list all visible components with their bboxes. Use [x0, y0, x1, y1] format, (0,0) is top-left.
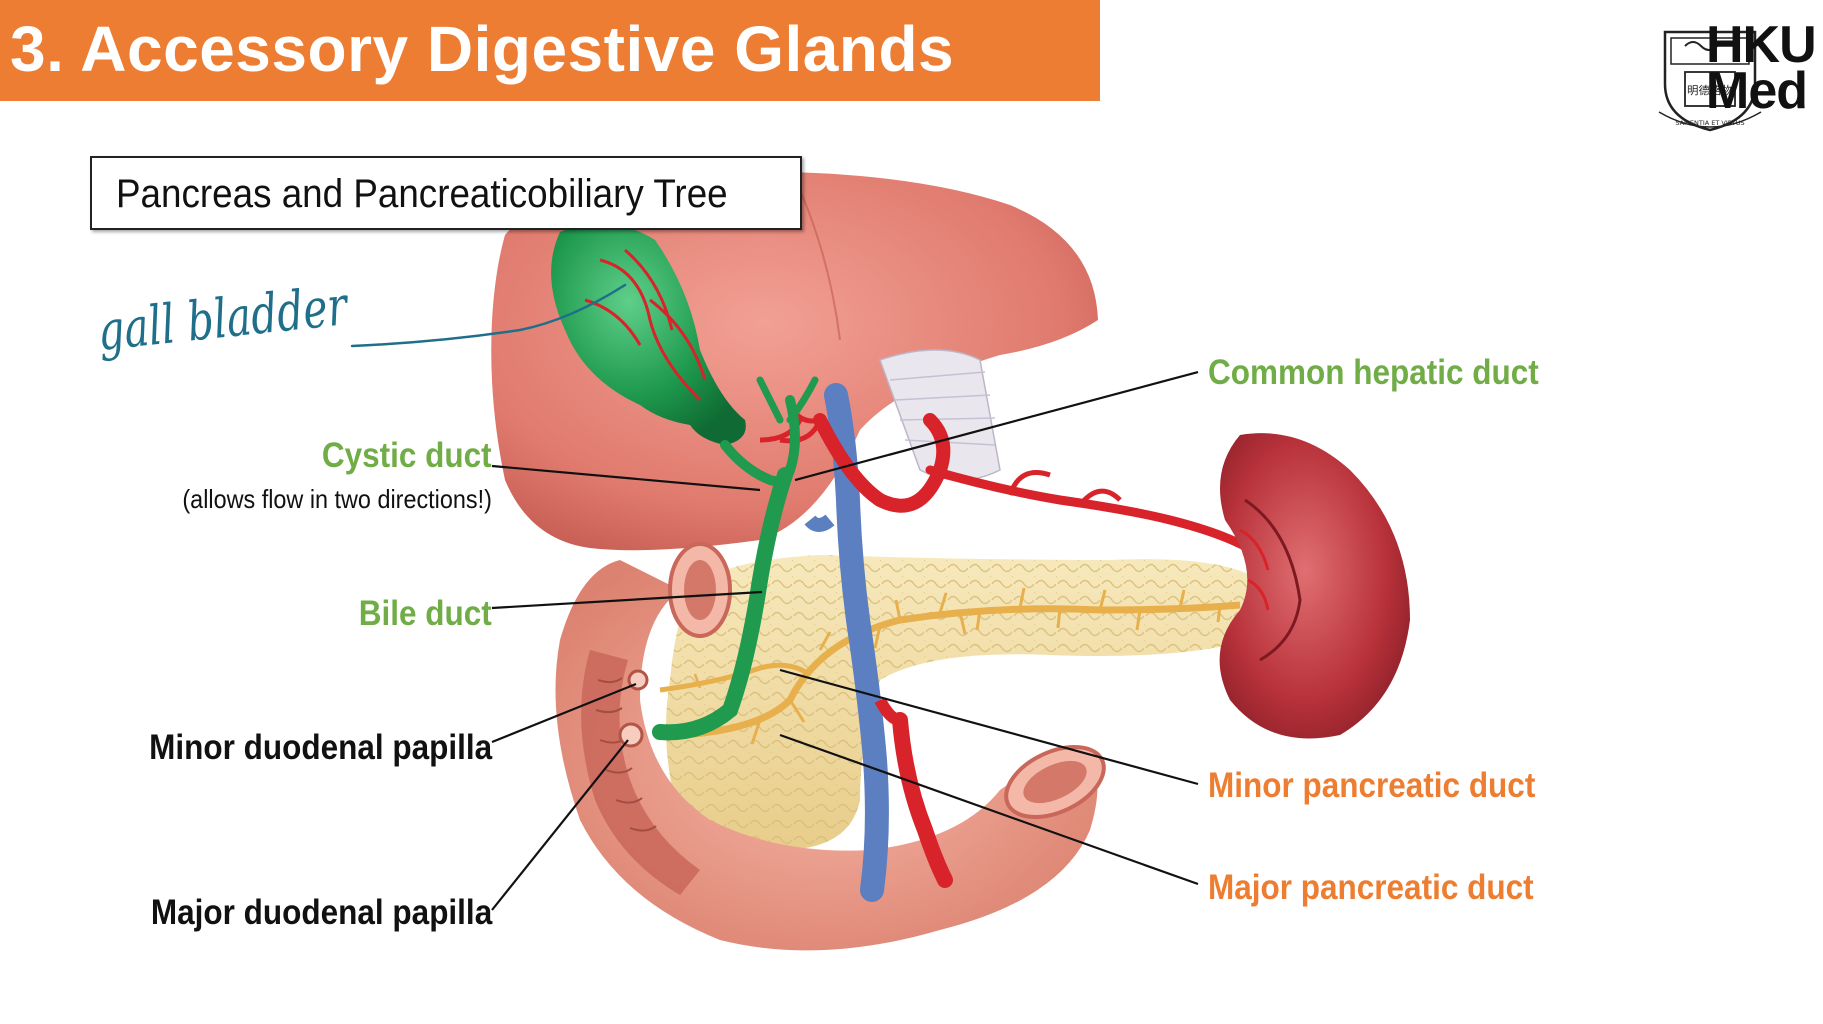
label-minor-pancreatic-duct: Minor pancreatic duct: [1208, 766, 1536, 805]
logo-characters: 明德格物: [1687, 83, 1733, 97]
logo-motto: SAPIENTIA ET VIRTUS: [1675, 119, 1744, 127]
accessory-pancreatic-duct: [659, 662, 812, 693]
hku-crest-logo: 明德格物 SAPIENTIA ET VIRTUS: [1658, 30, 1762, 132]
title-bar: 3. Accessory Digestive Glands: [0, 0, 1100, 101]
sma: [892, 712, 953, 888]
label-cystic-duct: Cystic duct: [322, 436, 492, 475]
splenic-artery: [925, 465, 1265, 560]
main-pancreatic-duct: [679, 601, 1241, 739]
slide-title: 3. Accessory Digestive Glands: [10, 13, 955, 85]
leader-common-hepatic-duct: [794, 370, 1199, 482]
leader-major-duodenal-papilla: [491, 739, 629, 911]
bile-duct: [652, 467, 793, 741]
label-major-pancreatic-duct: Major pancreatic duct: [1208, 868, 1534, 907]
label-cystic-duct-note: (allows flow in two directions!): [182, 484, 492, 514]
handwritten-gall-bladder: gall bladder: [95, 274, 353, 363]
leader-major-pancreatic-duct: [779, 733, 1199, 886]
leader-minor-pancreatic-duct: [779, 668, 1199, 786]
logo-text-line2: Med: [1706, 62, 1808, 120]
common-hepatic-duct: [785, 395, 800, 475]
hku-med-logo-text: HKU Med: [1706, 16, 1817, 120]
handwritten-underline: [350, 283, 627, 348]
logo-text-line1: HKU: [1706, 16, 1817, 74]
label-common-hepatic-duct: Common hepatic duct: [1208, 353, 1539, 392]
leader-cystic-duct: [491, 464, 761, 492]
spleen: [1219, 433, 1410, 739]
label-bile-duct: Bile duct: [358, 594, 492, 633]
handwritten-annotation: [350, 283, 627, 348]
label-major-duodenal-papilla: Major duodenal papilla: [150, 893, 492, 932]
gallbladder: [551, 223, 746, 445]
leader-bile-duct: [491, 590, 763, 610]
hepatic-artery: [813, 413, 951, 513]
duodenum: [555, 560, 1098, 951]
slide-subtitle: Pancreas and Pancreaticobiliary Tree: [116, 172, 728, 216]
leader-minor-duodenal-papilla: [491, 682, 637, 744]
subtitle-box: Pancreas and Pancreaticobiliary Tree: [90, 156, 802, 230]
major-papilla: [618, 722, 644, 748]
leader-lines: [491, 370, 1199, 911]
label-minor-duodenal-papilla: Minor duodenal papilla: [148, 728, 492, 767]
